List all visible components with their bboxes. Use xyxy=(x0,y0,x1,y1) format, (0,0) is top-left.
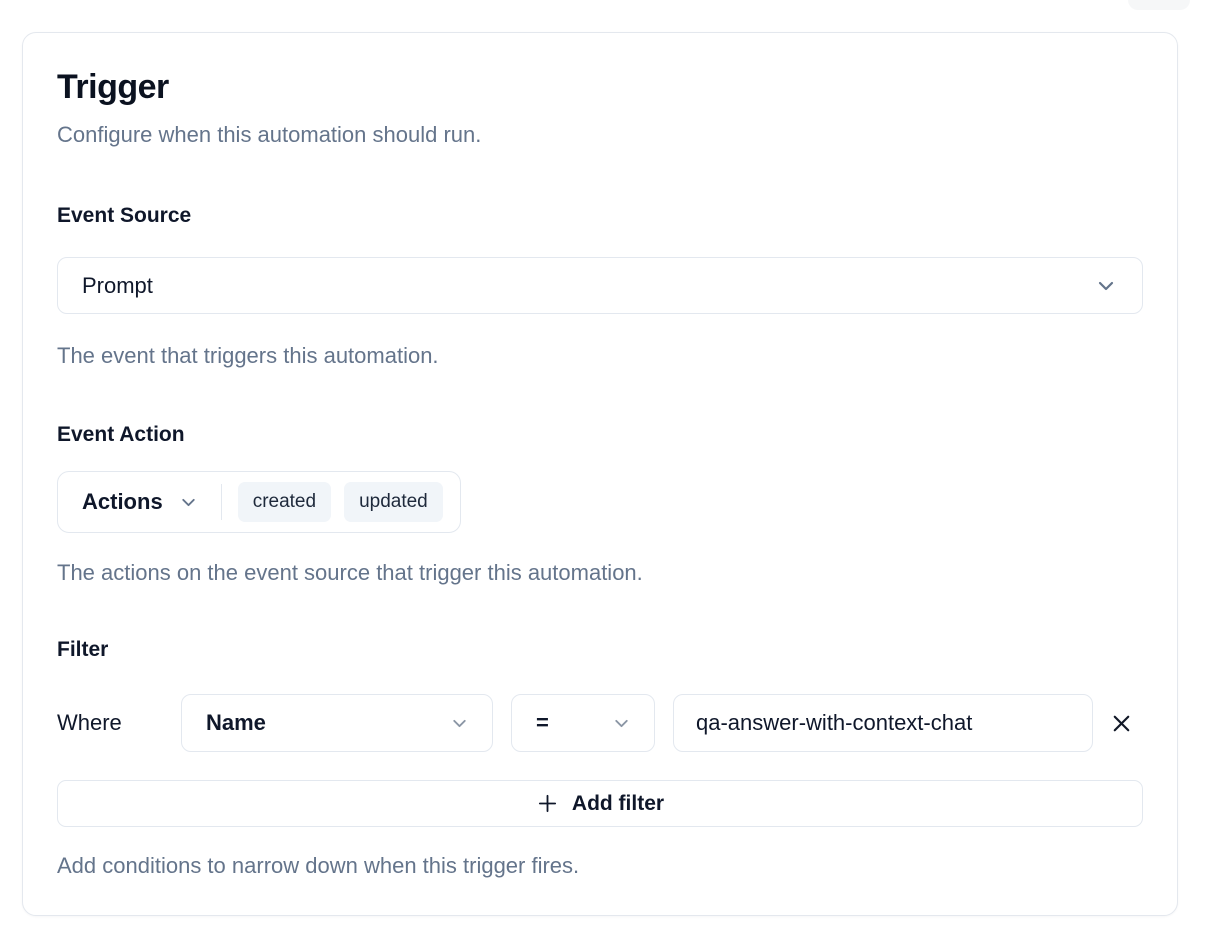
event-action-label: Event Action xyxy=(57,423,185,446)
filter-row: Where Name = xyxy=(57,694,1143,752)
add-filter-label: Add filter xyxy=(571,791,665,815)
remove-filter-button[interactable] xyxy=(1099,701,1143,745)
chevron-down-icon xyxy=(181,498,195,506)
event-source-label: Event Source xyxy=(57,204,192,227)
event-action-control: Actions created updated xyxy=(57,471,461,533)
event-action-help: The actions on the event source that tri… xyxy=(57,560,643,585)
event-action-dropdown-label: Actions xyxy=(82,489,163,514)
add-filter-button[interactable]: Add filter xyxy=(57,780,1143,827)
close-icon xyxy=(1113,715,1129,731)
filter-value-input[interactable] xyxy=(673,694,1093,752)
divider xyxy=(220,484,222,520)
cutoff-element xyxy=(1128,0,1190,10)
event-source-help: The event that triggers this automation. xyxy=(57,343,439,368)
page-title: Trigger xyxy=(57,68,169,106)
filter-label: Filter xyxy=(57,638,109,661)
where-label: Where xyxy=(57,710,122,735)
event-source-select[interactable]: Prompt xyxy=(57,257,1143,314)
action-chip-updated: updated xyxy=(344,482,443,522)
event-source-value: Prompt xyxy=(82,272,153,298)
filter-operator-value: = xyxy=(536,710,549,735)
trigger-card: Trigger Configure when this automation s… xyxy=(22,32,1178,916)
filter-field-value: Name xyxy=(206,710,266,735)
filter-field-select[interactable]: Name xyxy=(181,694,493,752)
event-action-dropdown[interactable]: Actions xyxy=(82,489,199,515)
page-subtitle: Configure when this automation should ru… xyxy=(57,122,482,147)
chevron-down-icon xyxy=(453,719,466,727)
plus-icon xyxy=(538,794,556,813)
chevron-down-icon xyxy=(615,719,628,727)
chevron-down-icon xyxy=(1098,281,1114,290)
filter-help: Add conditions to narrow down when this … xyxy=(57,853,580,878)
filter-operator-select[interactable]: = xyxy=(511,694,655,752)
action-chip-created: created xyxy=(237,482,332,522)
